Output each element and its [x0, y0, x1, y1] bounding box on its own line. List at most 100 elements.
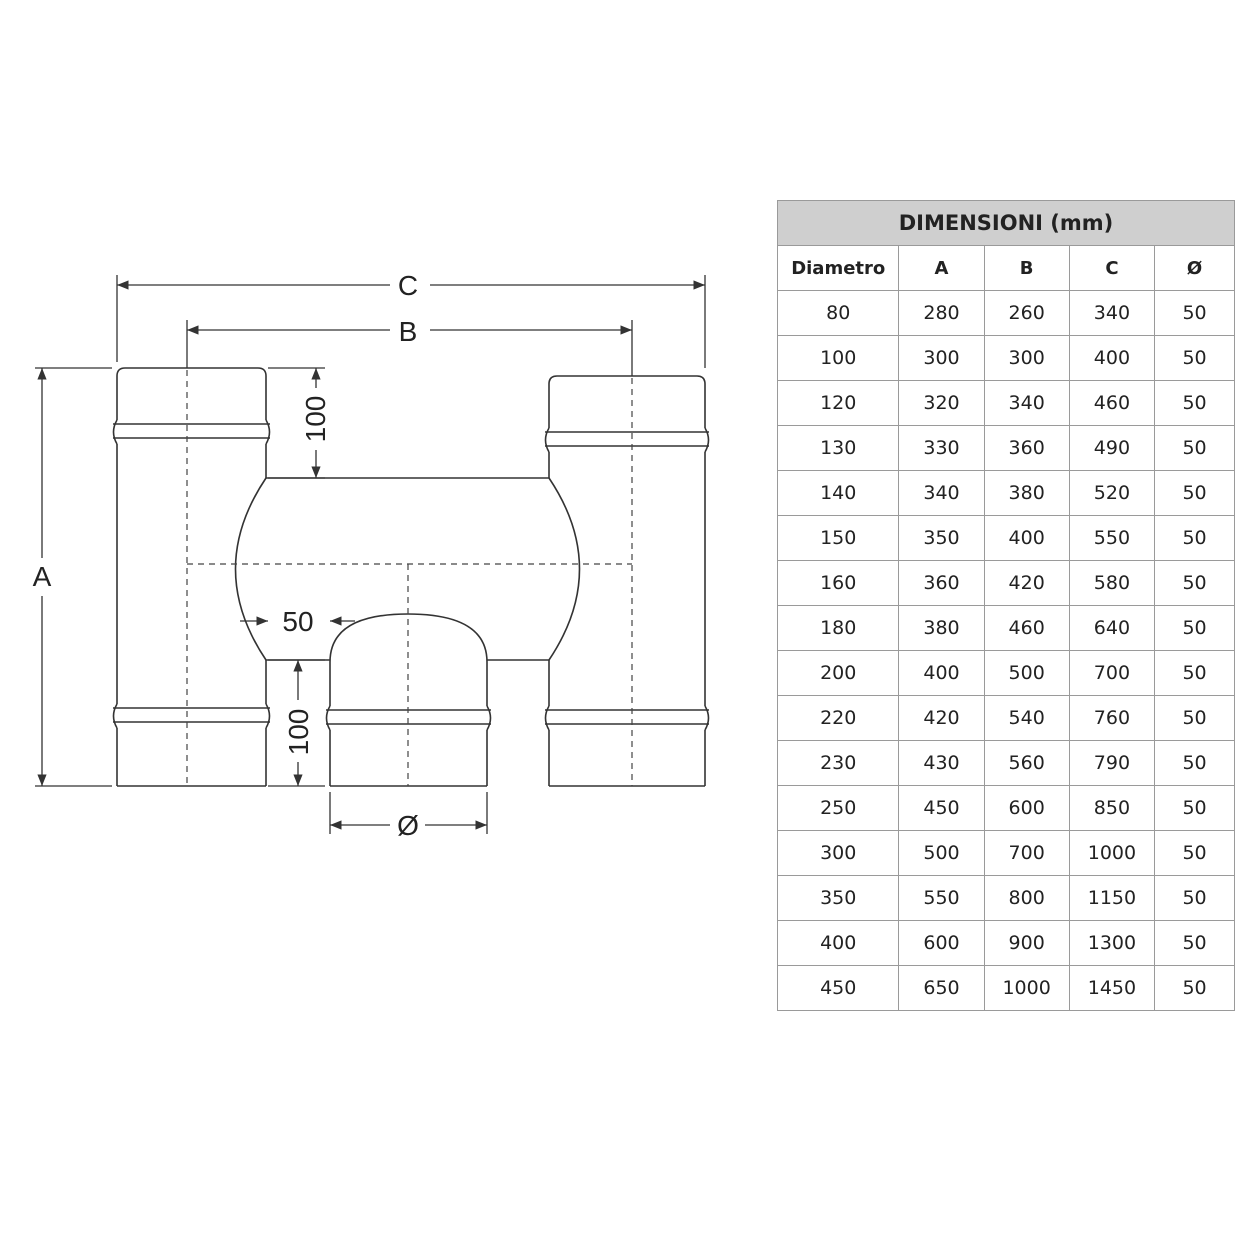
table-cell: 500 [983, 650, 1070, 696]
table-cell: 1300 [1068, 920, 1156, 966]
table-cell: 250 [776, 785, 900, 831]
table-cell: 450 [776, 965, 900, 1011]
center-lines [186, 370, 633, 786]
dim-label-a: A [33, 561, 52, 592]
table-cell: 360 [983, 425, 1070, 471]
table-cell: 790 [1068, 740, 1156, 786]
table-cell: 1450 [1068, 965, 1156, 1011]
table-cell: 850 [1068, 785, 1156, 831]
table-cell: 400 [983, 515, 1070, 561]
table-cell: 330 [898, 425, 985, 471]
table-cell: 350 [898, 515, 985, 561]
table-cell: 80 [776, 290, 900, 336]
table-cell: 230 [776, 740, 900, 786]
table-cell: 200 [776, 650, 900, 696]
table-cell: 50 [1154, 470, 1235, 516]
table-title: DIMENSIONI (mm) [777, 200, 1235, 246]
table-cell: 500 [898, 830, 985, 876]
table-cell: 580 [1068, 560, 1156, 606]
table-cell: 760 [1068, 695, 1156, 741]
table-cell: 640 [1068, 605, 1156, 651]
table-cell: 1000 [983, 965, 1070, 1011]
table-cell: 540 [983, 695, 1070, 741]
table-cell: 180 [776, 605, 900, 651]
dim-label-offset: 50 [282, 606, 313, 637]
table-title-row: DIMENSIONI (mm) [777, 200, 1235, 246]
table-cell: 300 [983, 335, 1070, 381]
table-cell: 550 [898, 875, 985, 921]
column-header-a: A [898, 245, 985, 291]
table-cell: 50 [1154, 785, 1235, 831]
table-cell: 600 [983, 785, 1070, 831]
dim-label-c: C [398, 270, 418, 301]
dim-label-diameter: Ø [397, 810, 419, 841]
table-cell: 420 [898, 695, 985, 741]
table-cell: 520 [1068, 470, 1156, 516]
table-cell: 50 [1154, 830, 1235, 876]
table-cell: 900 [983, 920, 1070, 966]
table-cell: 50 [1154, 695, 1235, 741]
table-cell: 380 [898, 605, 985, 651]
table-cell: 460 [1068, 380, 1156, 426]
table-cell: 50 [1154, 335, 1235, 381]
table-cell: 460 [983, 605, 1070, 651]
table-cell: 600 [898, 920, 985, 966]
table-cell: 50 [1154, 920, 1235, 966]
table-cell: 450 [898, 785, 985, 831]
extension-lines [35, 275, 706, 834]
table-cell: 490 [1068, 425, 1156, 471]
table-cell: 260 [983, 290, 1070, 336]
table-cell: 380 [983, 470, 1070, 516]
fitting-body [112, 367, 710, 787]
table-cell: 50 [1154, 380, 1235, 426]
table-cell: 340 [983, 380, 1070, 426]
table-cell: 120 [776, 380, 900, 426]
table-cell: 50 [1154, 290, 1235, 336]
table-cell: 400 [776, 920, 900, 966]
table-cell: 320 [898, 380, 985, 426]
table-cell: 650 [898, 965, 985, 1011]
column-header-c: C [1068, 245, 1156, 291]
table-cell: 360 [898, 560, 985, 606]
table-cell: 140 [776, 470, 900, 516]
table-cell: 700 [1068, 650, 1156, 696]
table-cell: 1150 [1068, 875, 1156, 921]
table-cell: 340 [898, 470, 985, 516]
table-cell: 150 [776, 515, 900, 561]
table-cell: 130 [776, 425, 900, 471]
table-cell: 300 [898, 335, 985, 381]
dim-label-top-gap: 100 [300, 396, 331, 443]
dim-label-b: B [399, 316, 418, 347]
column-header-b: B [983, 245, 1070, 291]
table-cell: 220 [776, 695, 900, 741]
table-cell: 420 [983, 560, 1070, 606]
technical-drawing: C B A 100 100 50 Ø [33, 270, 710, 841]
table-cell: 50 [1154, 965, 1235, 1011]
table-cell: 160 [776, 560, 900, 606]
table-cell: 400 [1068, 335, 1156, 381]
table-cell: 50 [1154, 560, 1235, 606]
table-cell: 280 [898, 290, 985, 336]
table-cell: 430 [898, 740, 985, 786]
table-cell: 50 [1154, 515, 1235, 561]
table-cell: 300 [776, 830, 900, 876]
table-cell: 400 [898, 650, 985, 696]
table-header-row: Diametro A B C Ø [776, 245, 1235, 291]
table-cell: 100 [776, 335, 900, 381]
table-cell: 50 [1154, 650, 1235, 696]
